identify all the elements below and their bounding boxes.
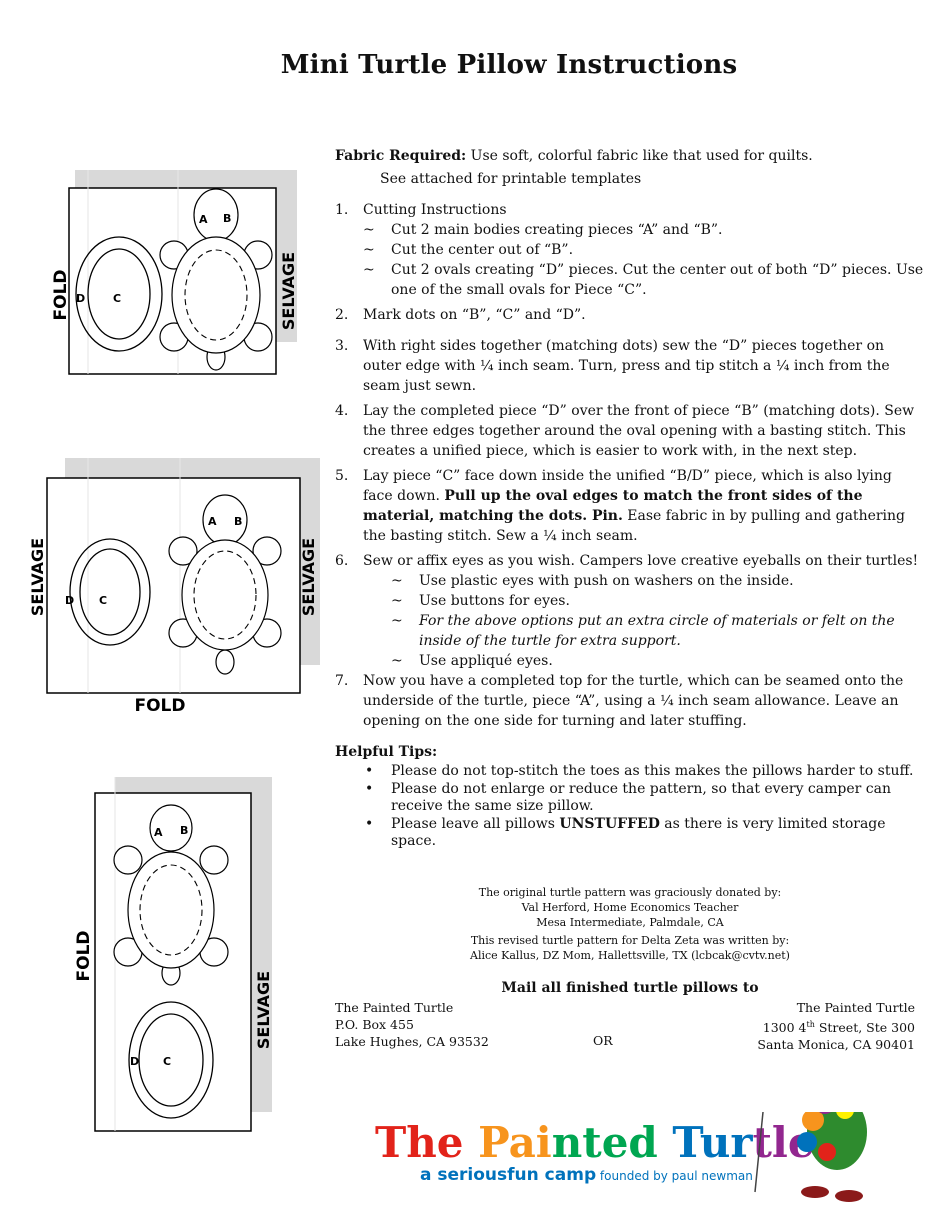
label-selvage: SELVAGE — [279, 252, 298, 330]
fabric-required: Fabric Required: Use soft, colorful fabr… — [335, 146, 935, 166]
tip-item: •Please do not top-stitch the toes as th… — [365, 763, 914, 779]
logo-tagline: a seriousfun camp founded by paul newman — [420, 1165, 753, 1185]
templates-note: See attached for printable templates — [380, 171, 642, 187]
label-fold: FOLD — [134, 696, 185, 716]
mail-address-right: The Painted Turtle 1300 4th Street, Ste … — [757, 1000, 915, 1053]
tip-item: •Please do not enlarge or reduce the pat… — [365, 781, 891, 814]
step-1-sublist: ~Cut 2 main bodies creating pieces “A” a… — [363, 220, 925, 300]
pattern-layout-2: A B C D SELVAGE SELVAGE FOLD — [25, 455, 325, 720]
turtle-body — [159, 188, 273, 371]
sub-item: ~Use appliqué eyes. — [391, 653, 553, 669]
label-c: C — [113, 292, 121, 305]
helpful-tips: Helpful Tips: •Please do not top-stitch … — [335, 744, 925, 851]
instruction-steps: 1. Cutting Instructions ~Cut 2 main bodi… — [335, 200, 925, 736]
pattern-layout-3: A B C D FOLD SELVAGE — [70, 770, 285, 1135]
mail-address-left: The Painted Turtle P.O. Box 455 Lake Hug… — [335, 1000, 489, 1049]
step-2: 2.Mark dots on “B”, “C” and “D”. — [335, 307, 586, 323]
tip-item: •Please leave all pillows UNSTUFFED as t… — [365, 816, 886, 849]
label-d: D — [76, 292, 85, 305]
sub-item: ~Cut the center out of “B”. — [363, 242, 574, 258]
sub-item: ~For the above options put an extra circ… — [391, 613, 895, 649]
sub-item: ~Use buttons for eyes. — [391, 593, 570, 609]
step-1: 1. Cutting Instructions ~Cut 2 main bodi… — [335, 202, 925, 300]
svg-text:C: C — [163, 1055, 171, 1068]
svg-text:B: B — [234, 515, 242, 528]
label-b: B — [223, 212, 231, 225]
label-fold: FOLD — [51, 269, 71, 320]
svg-text:A: A — [208, 515, 217, 528]
svg-text:D: D — [65, 594, 74, 607]
credits-revised: This revised turtle pattern for Delta Ze… — [470, 934, 790, 962]
fabric-text: Use soft, colorful fabric like that used… — [466, 148, 813, 164]
svg-text:D: D — [130, 1055, 139, 1068]
credits-original: The original turtle pattern was gracious… — [478, 886, 782, 929]
page-title: Mini Turtle Pillow Instructions — [280, 50, 738, 80]
mail-or: OR — [593, 1033, 613, 1048]
sub-item: ~Cut 2 ovals creating “D” pieces. Cut th… — [363, 262, 924, 298]
oval-d — [75, 236, 163, 352]
step-5: 5.Lay piece “C” face down inside the uni… — [335, 468, 906, 544]
tips-list: •Please do not top-stitch the toes as th… — [335, 763, 925, 850]
sub-item: ~Use plastic eyes with push on washers o… — [391, 573, 794, 589]
label-selvage-right: SELVAGE — [299, 538, 318, 616]
mail-heading: Mail all finished turtle pillows to — [501, 980, 759, 996]
pattern-layout-1: A B C D FOLD SELVAGE — [40, 165, 310, 380]
painted-turtle-logo: The Painted Turtle a seriousfun camp fou… — [375, 1050, 875, 1221]
step-7: 7.Now you have a completed top for the t… — [335, 673, 904, 729]
label-selvage-left: SELVAGE — [28, 538, 47, 616]
sub-item: ~Cut 2 main bodies creating pieces “A” a… — [363, 222, 723, 238]
tips-heading: Helpful Tips: — [335, 744, 438, 760]
label-selvage: SELVAGE — [254, 971, 273, 1049]
svg-text:C: C — [99, 594, 107, 607]
label-fold: FOLD — [74, 930, 94, 981]
fabric-label: Fabric Required: — [335, 148, 467, 164]
step-3: 3.With right sides together (matching do… — [335, 338, 890, 394]
oval-c — [87, 248, 151, 340]
label-a: A — [199, 213, 208, 226]
svg-text:B: B — [180, 824, 188, 837]
step-4: 4.Lay the completed piece “D” over the f… — [335, 403, 915, 459]
step-6: 6.Sew or affix eyes as you wish. Campers… — [335, 551, 925, 671]
step-6-sublist: ~Use plastic eyes with push on washers o… — [391, 571, 925, 671]
logo-wordmark: The Painted Turtle — [375, 1118, 815, 1167]
svg-text:A: A — [154, 826, 163, 839]
